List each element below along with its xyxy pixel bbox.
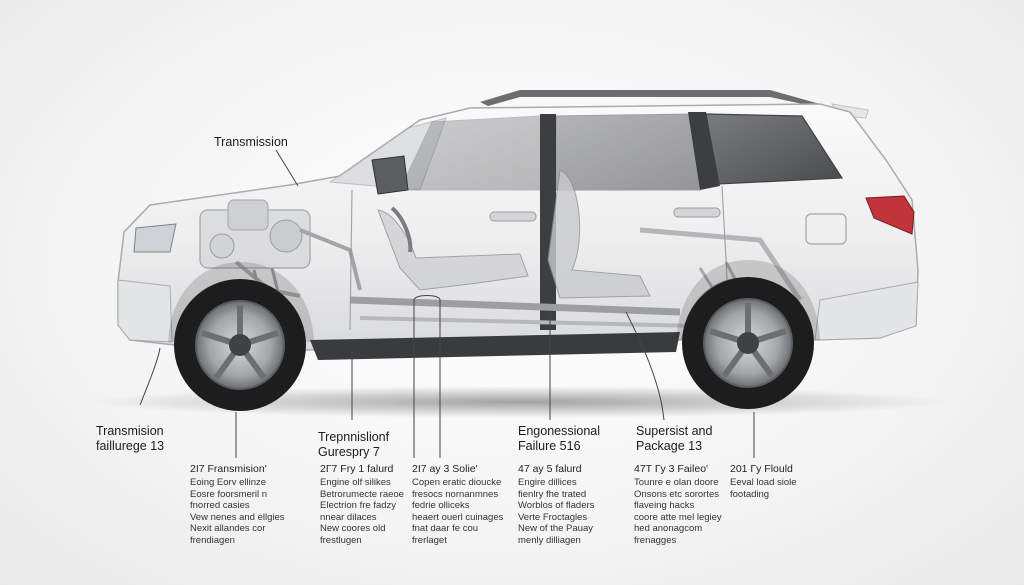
callout-4-line: Verte Froctagles <box>518 511 588 523</box>
front-door-handle <box>489 211 537 222</box>
callout-3-line: heaert ouerl cuinages <box>412 511 504 523</box>
callout-1-line: 2I7 Fransmision' <box>190 463 267 475</box>
rear-seat <box>547 169 651 299</box>
callout-5-heading-line2: Package 13 <box>636 439 703 453</box>
drive-shaft <box>349 296 681 316</box>
callout-6-details: 201 Гy Flould Eeval load siole footading <box>730 463 797 500</box>
side-mirror <box>371 155 409 195</box>
callout-3-line: fedrie olliceks <box>412 500 470 511</box>
callout-2-line: New coores old <box>320 523 386 534</box>
front-bumper <box>117 279 173 343</box>
callout-4-line: menly dilliagen <box>518 534 581 546</box>
headlight <box>133 223 177 253</box>
top-transmission-label: Transmission <box>214 135 288 149</box>
callout-2-line: Engine olf silikes <box>320 477 391 488</box>
callout-3-details: 2I7 ay 3 Solie' Copen eratic dioucke fre… <box>412 463 503 546</box>
callout-4-heading: Engonessional Failure 516 <box>518 424 600 454</box>
callout-5-line: hed anonagcom <box>634 523 703 534</box>
callout-1-heading-line2: failluregе 13 <box>96 439 165 453</box>
rear-door-window <box>555 113 701 191</box>
leader-col5 <box>625 311 665 421</box>
callout-4-line: New of the Pauay <box>518 523 593 534</box>
rear-wheel <box>682 277 814 409</box>
steering-wheel <box>390 206 413 253</box>
callout-2-heading-line2: Gurespry 7 <box>318 445 380 459</box>
leader-lines <box>139 149 755 458</box>
rear-door-seam <box>721 185 729 297</box>
rear-bumper <box>814 281 919 341</box>
callout-5-heading: Supersist and Package 13 <box>636 424 712 454</box>
front-wheel <box>174 279 306 411</box>
leader-col3 <box>413 295 441 458</box>
callout-2-details: 2Г7 Fry 1 falurd Engine olf silikes Betr… <box>320 463 404 546</box>
callout-5-line: Tounre e olan doore <box>634 477 719 488</box>
callout-2-line: Betrorumecte raeoe <box>320 488 404 500</box>
callout-1-line: fnorred casies <box>190 500 250 511</box>
callout-2-line: nnear dilaces <box>320 511 377 523</box>
tail-light <box>865 195 915 235</box>
callout-6-line: 201 Гy Flould <box>730 463 793 475</box>
callout-1-heading: Transmision failluregе 13 <box>96 424 164 454</box>
callout-5-line: 47T Гy 3 Faileo' <box>634 463 709 475</box>
callout-2-heading: Trepnnislionf Gurespry 7 <box>318 430 389 460</box>
c-pillar <box>688 112 720 190</box>
callout-5-line: coore atte mel legiey <box>634 511 722 523</box>
callout-4-line: 47 ay 5 falurd <box>518 463 582 475</box>
callout-3-line: frerlaget <box>412 534 447 546</box>
exhaust-pipe <box>359 316 701 328</box>
callout-5-line: Onsons etc sorortes <box>634 488 720 500</box>
callout-6-line: Eeval load siole <box>730 477 797 488</box>
callout-4-heading-line1: Engonessional <box>518 424 601 438</box>
callout-3-line: fnat daar fe cou <box>412 523 479 534</box>
callout-4-line: fienlry fhe trated <box>518 488 587 500</box>
callout-4-details: 47 ay 5 falurd Engire dillices fienlry f… <box>518 463 594 546</box>
callout-5-heading-line1: Supersist and <box>636 424 713 438</box>
callout-1-line: Vew nenes and ellgies <box>190 511 285 523</box>
callout-2-line: frestlugen <box>320 534 362 546</box>
leader-col1 <box>139 347 161 406</box>
callout-1-line: Eoing Eorv ellinze <box>190 477 267 488</box>
callout-2-line: Electrion fre fadzy <box>320 500 397 511</box>
callout-4-line: Engire dillices <box>518 477 577 488</box>
engine-assembly <box>199 199 362 291</box>
callout-3-line: Copen eratic dioucke <box>412 477 502 488</box>
callout-5-details: 47T Гy 3 Faileo' Tounre e olan doore Ons… <box>634 463 722 546</box>
callout-5-line: frenagges <box>634 534 677 546</box>
fuel-door <box>805 213 847 245</box>
callout-2-heading-line1: Trepnnislionf <box>318 430 390 444</box>
callout-1-details: 2I7 Fransmision' Eoing Eorv ellinze Eosr… <box>190 463 285 546</box>
callout-4-line: Worblos of fladers <box>518 500 595 511</box>
callout-1-line: frendiagen <box>190 534 235 546</box>
callout-2-line: 2Г7 Fry 1 falurd <box>320 463 394 475</box>
rocker-panel <box>310 332 680 360</box>
callout-1-line: Eosre foorsmeril n <box>190 488 268 500</box>
callout-5-line: flaveing hacks <box>634 500 695 511</box>
b-pillar <box>540 114 556 330</box>
callout-4-heading-line2: Failure 516 <box>518 439 581 453</box>
callout-3-line: 2I7 ay 3 Solie' <box>412 463 478 475</box>
roof-rail <box>480 90 820 106</box>
leader-top <box>275 149 299 187</box>
callout-6-line: footading <box>730 488 770 500</box>
callout-1-line: Nexit allandes cor <box>190 523 266 534</box>
callout-3-line: fresocs nornanmnes <box>412 488 499 500</box>
rear-door-handle <box>673 207 721 218</box>
callout-1-heading-line1: Transmision <box>96 424 164 438</box>
